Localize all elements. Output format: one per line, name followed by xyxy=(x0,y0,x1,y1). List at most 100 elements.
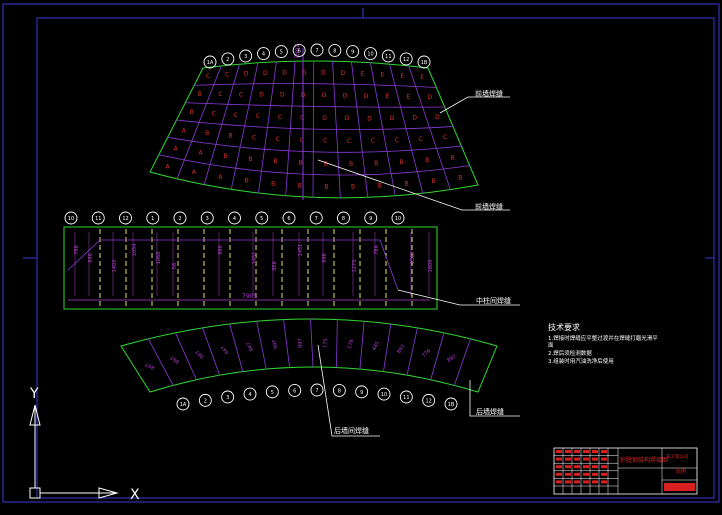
middle-column-bubble: 7 xyxy=(309,211,323,225)
back-wall-bubble-label: 1A xyxy=(180,402,187,408)
middle-column-bubble: 8 xyxy=(337,211,350,225)
back-wall-label-1: 后墙焊缝 xyxy=(476,407,504,416)
front-wall-cell-letter: D xyxy=(345,115,350,122)
front-wall-radial-seam xyxy=(230,62,259,190)
back-wall-bubble: 12 xyxy=(422,393,436,407)
back-wall-bubble-label: 5 xyxy=(271,390,274,396)
front-wall-cell-letter: C xyxy=(299,137,303,144)
front-wall-cell-letter: C xyxy=(419,136,423,143)
front-wall-cell-letter: D xyxy=(280,92,285,99)
back-wall-seam xyxy=(256,321,267,370)
front-wall-cell-letter: D xyxy=(390,115,395,122)
back-wall-bubble-label: 9 xyxy=(360,390,363,396)
back-wall-bubble-label: 7 xyxy=(315,388,318,394)
front-wall-cell-letter: A xyxy=(198,150,203,157)
front-wall-cell-letter: B xyxy=(273,158,277,165)
middle-column-dim-value: 1451 xyxy=(298,244,304,257)
front-wall-cell-letter: B xyxy=(458,174,462,181)
front-wall-cell-letter: B xyxy=(245,178,249,185)
middle-column-bubble: 1 xyxy=(146,211,160,225)
front-wall-cell-letter: B xyxy=(198,91,202,98)
middle-column-dim-value: 1273 xyxy=(352,260,358,273)
back-wall-dim-value: 997 xyxy=(195,348,206,359)
back-wall-seam xyxy=(175,332,197,380)
back-wall-seam xyxy=(147,338,174,386)
front-wall-bubble-label: 1A xyxy=(207,60,214,66)
middle-column-bubble: 11 xyxy=(91,211,105,225)
title-block-sheet: 图号 xyxy=(670,484,680,490)
front-wall-cell-letter: B xyxy=(223,153,227,160)
front-wall-cell-letter: B xyxy=(425,157,429,164)
front-wall-cell-letter: E xyxy=(407,94,411,101)
front-wall-radial-seam xyxy=(332,61,341,198)
back-wall-seams xyxy=(147,318,471,386)
front-wall-bubble: 9 xyxy=(346,45,360,59)
front-wall-cell-letter: D xyxy=(282,70,287,77)
back-wall-bubble-label: 4 xyxy=(248,392,251,398)
front-wall-cell-letter: D xyxy=(435,114,440,121)
middle-column-dim-value: 1568 xyxy=(410,252,416,265)
front-wall-cell-letter: C xyxy=(278,114,282,121)
middle-column-dim-value: 786 xyxy=(374,245,380,255)
back-wall-bubble: 9 xyxy=(355,385,369,399)
front-wall-cell-letter: C xyxy=(218,91,222,98)
back-wall-bubble: 3 xyxy=(221,390,235,404)
middle-column-total-dim: 7905 xyxy=(242,293,257,300)
front-wall-cell-letter: B xyxy=(378,182,382,189)
middle-column-bubble-label: 10 xyxy=(395,216,401,222)
front-wall-cell-letter: A xyxy=(166,163,171,170)
front-wall-radial-seam xyxy=(312,60,315,198)
front-wall-cell-letter: E xyxy=(400,72,404,79)
back-wall-bubble: 6 xyxy=(288,384,302,397)
front-wall-cell-letter: A xyxy=(218,174,223,181)
front-wall-radial-seam xyxy=(389,64,424,194)
front-wall-bubble: 11 xyxy=(381,49,395,63)
middle-column-bubble: 2 xyxy=(173,211,187,225)
back-wall-seam xyxy=(383,323,392,372)
ucs-icon xyxy=(29,404,119,499)
front-wall-leaders xyxy=(317,96,510,211)
front-wall-cell-letter: C xyxy=(239,91,243,98)
back-wall-bubble-label: 1B xyxy=(448,402,455,408)
front-wall-bubble: 3 xyxy=(239,49,253,63)
back-wall-seam xyxy=(283,319,290,368)
front-wall-cell-letter: C xyxy=(225,72,229,79)
front-wall-bubble: 1B xyxy=(417,55,431,69)
front-wall-panel: CCDDDDDDEEEEBCCDDDDDDEEDBCCCCCDDDDDDABBC… xyxy=(149,44,479,200)
back-wall-dim-value: 776 xyxy=(421,348,432,359)
front-wall-cell-letters: CCDDDDDDEEEEBCCDDDDDDEEDBCCCCCDDDDDDABBC… xyxy=(166,69,463,190)
front-wall-cell-letter: C xyxy=(371,138,375,145)
front-wall-bubble-label: 6 xyxy=(298,48,301,54)
title-block-company: 某工程公司 xyxy=(666,453,689,460)
back-wall-dim-value: 447 xyxy=(220,344,230,355)
back-wall-seam xyxy=(336,319,338,368)
back-wall-bubble: 1A xyxy=(176,397,190,411)
front-wall-bubble-label: 12 xyxy=(403,57,409,63)
front-wall-bubble: 2 xyxy=(221,52,235,66)
middle-column-bubble-label: 9 xyxy=(369,216,372,222)
front-wall-bubble-label: 2 xyxy=(226,57,229,63)
front-wall-label-2: 前墙焊缝 xyxy=(475,202,503,211)
front-wall-cell-letter: D xyxy=(263,70,268,77)
middle-column-bubble-label: 11 xyxy=(95,216,101,222)
front-wall-cell-letter: B xyxy=(298,182,302,189)
front-wall-arc-seam xyxy=(194,83,437,88)
front-wall-cell-letter: B xyxy=(229,133,233,140)
front-wall-cell-letter: D xyxy=(322,115,327,122)
title-block-scale: 比例 xyxy=(676,468,686,475)
front-wall-cell-letter: C xyxy=(256,113,260,120)
front-wall-bubble-label: 10 xyxy=(367,52,373,58)
back-wall-bubble: 4 xyxy=(243,387,257,401)
back-wall-seam xyxy=(202,327,220,376)
back-wall-bubble-label: 8 xyxy=(338,388,341,394)
back-wall-bubble: 7 xyxy=(310,383,324,397)
front-wall-radials xyxy=(176,60,451,198)
front-wall-cell-letter: B xyxy=(205,130,209,137)
back-wall-seam xyxy=(430,332,445,380)
tech-requirement-line-4: 3.组装时用汽油洗净后使用 xyxy=(548,357,614,365)
